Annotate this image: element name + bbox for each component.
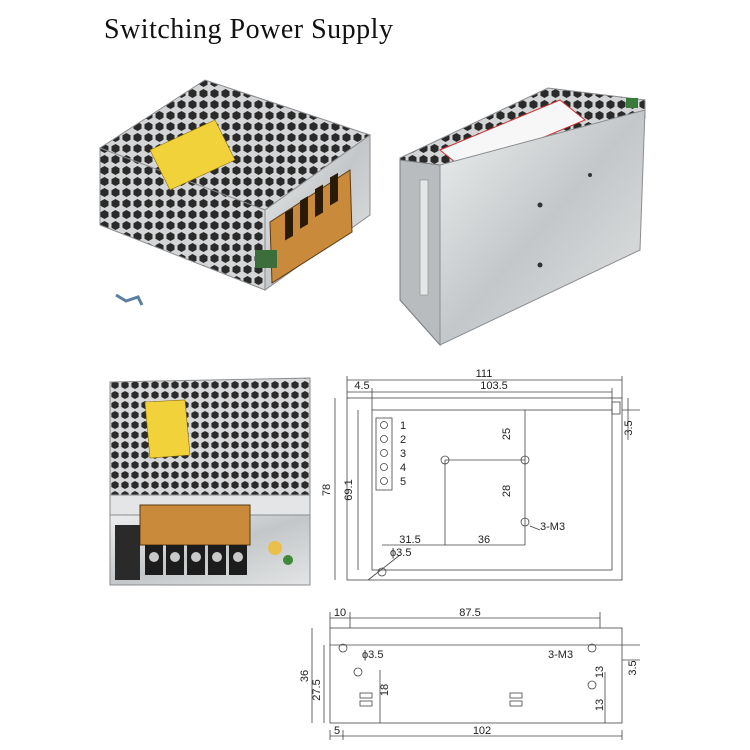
dim-right-offset: 3.5 <box>623 420 635 435</box>
side-dim-bottom-width: 102 <box>473 725 491 737</box>
terminal-1: 1 <box>400 420 406 432</box>
dim-width: 111 <box>476 368 493 380</box>
terminal-5: 5 <box>400 476 406 488</box>
side-dim-screw: 3-M3 <box>548 649 573 661</box>
side-dim-right-v1: 13 <box>594 666 606 678</box>
side-dim-right-offset: 3.5 <box>627 660 639 675</box>
side-dim-hole-dia: ϕ3.5 <box>362 649 383 661</box>
dim-left-offset: 4.5 <box>354 380 369 392</box>
dim-hole-h2: 36 <box>478 534 490 546</box>
side-dim-inner-height: 27.5 <box>311 679 323 700</box>
psu-side-unit <box>399 87 646 347</box>
terminal-3: 3 <box>400 448 406 460</box>
dim-hole-v2: 28 <box>501 485 513 497</box>
psu-perforated-unit <box>98 79 372 306</box>
dim-hole-v1: 25 <box>501 428 513 440</box>
psu-front-unit <box>109 377 311 586</box>
side-dim-height: 36 <box>299 670 311 682</box>
dim-inner-width: 103.5 <box>480 380 508 392</box>
terminal-2: 2 <box>400 434 406 446</box>
dim-height: 78 <box>321 484 333 496</box>
side-dim-hole-v: 18 <box>379 684 391 696</box>
dim-inner-height: 69.1 <box>343 479 355 500</box>
dim-screw: 3-M3 <box>540 521 565 533</box>
side-dim-left-offset: 10 <box>334 607 346 619</box>
terminal-4: 4 <box>400 462 406 474</box>
dim-hole-h1: 31.5 <box>399 534 420 546</box>
side-dim-bottom-left: 5 <box>334 725 340 737</box>
side-dim-top-width: 87.5 <box>459 607 480 619</box>
page-title: Switching Power Supply <box>104 14 394 45</box>
terminal-numbers: 1 2 3 4 5 <box>400 420 406 488</box>
dim-hole-dia: ϕ3.5 <box>390 547 411 559</box>
side-dim-right-v2: 13 <box>594 699 606 711</box>
